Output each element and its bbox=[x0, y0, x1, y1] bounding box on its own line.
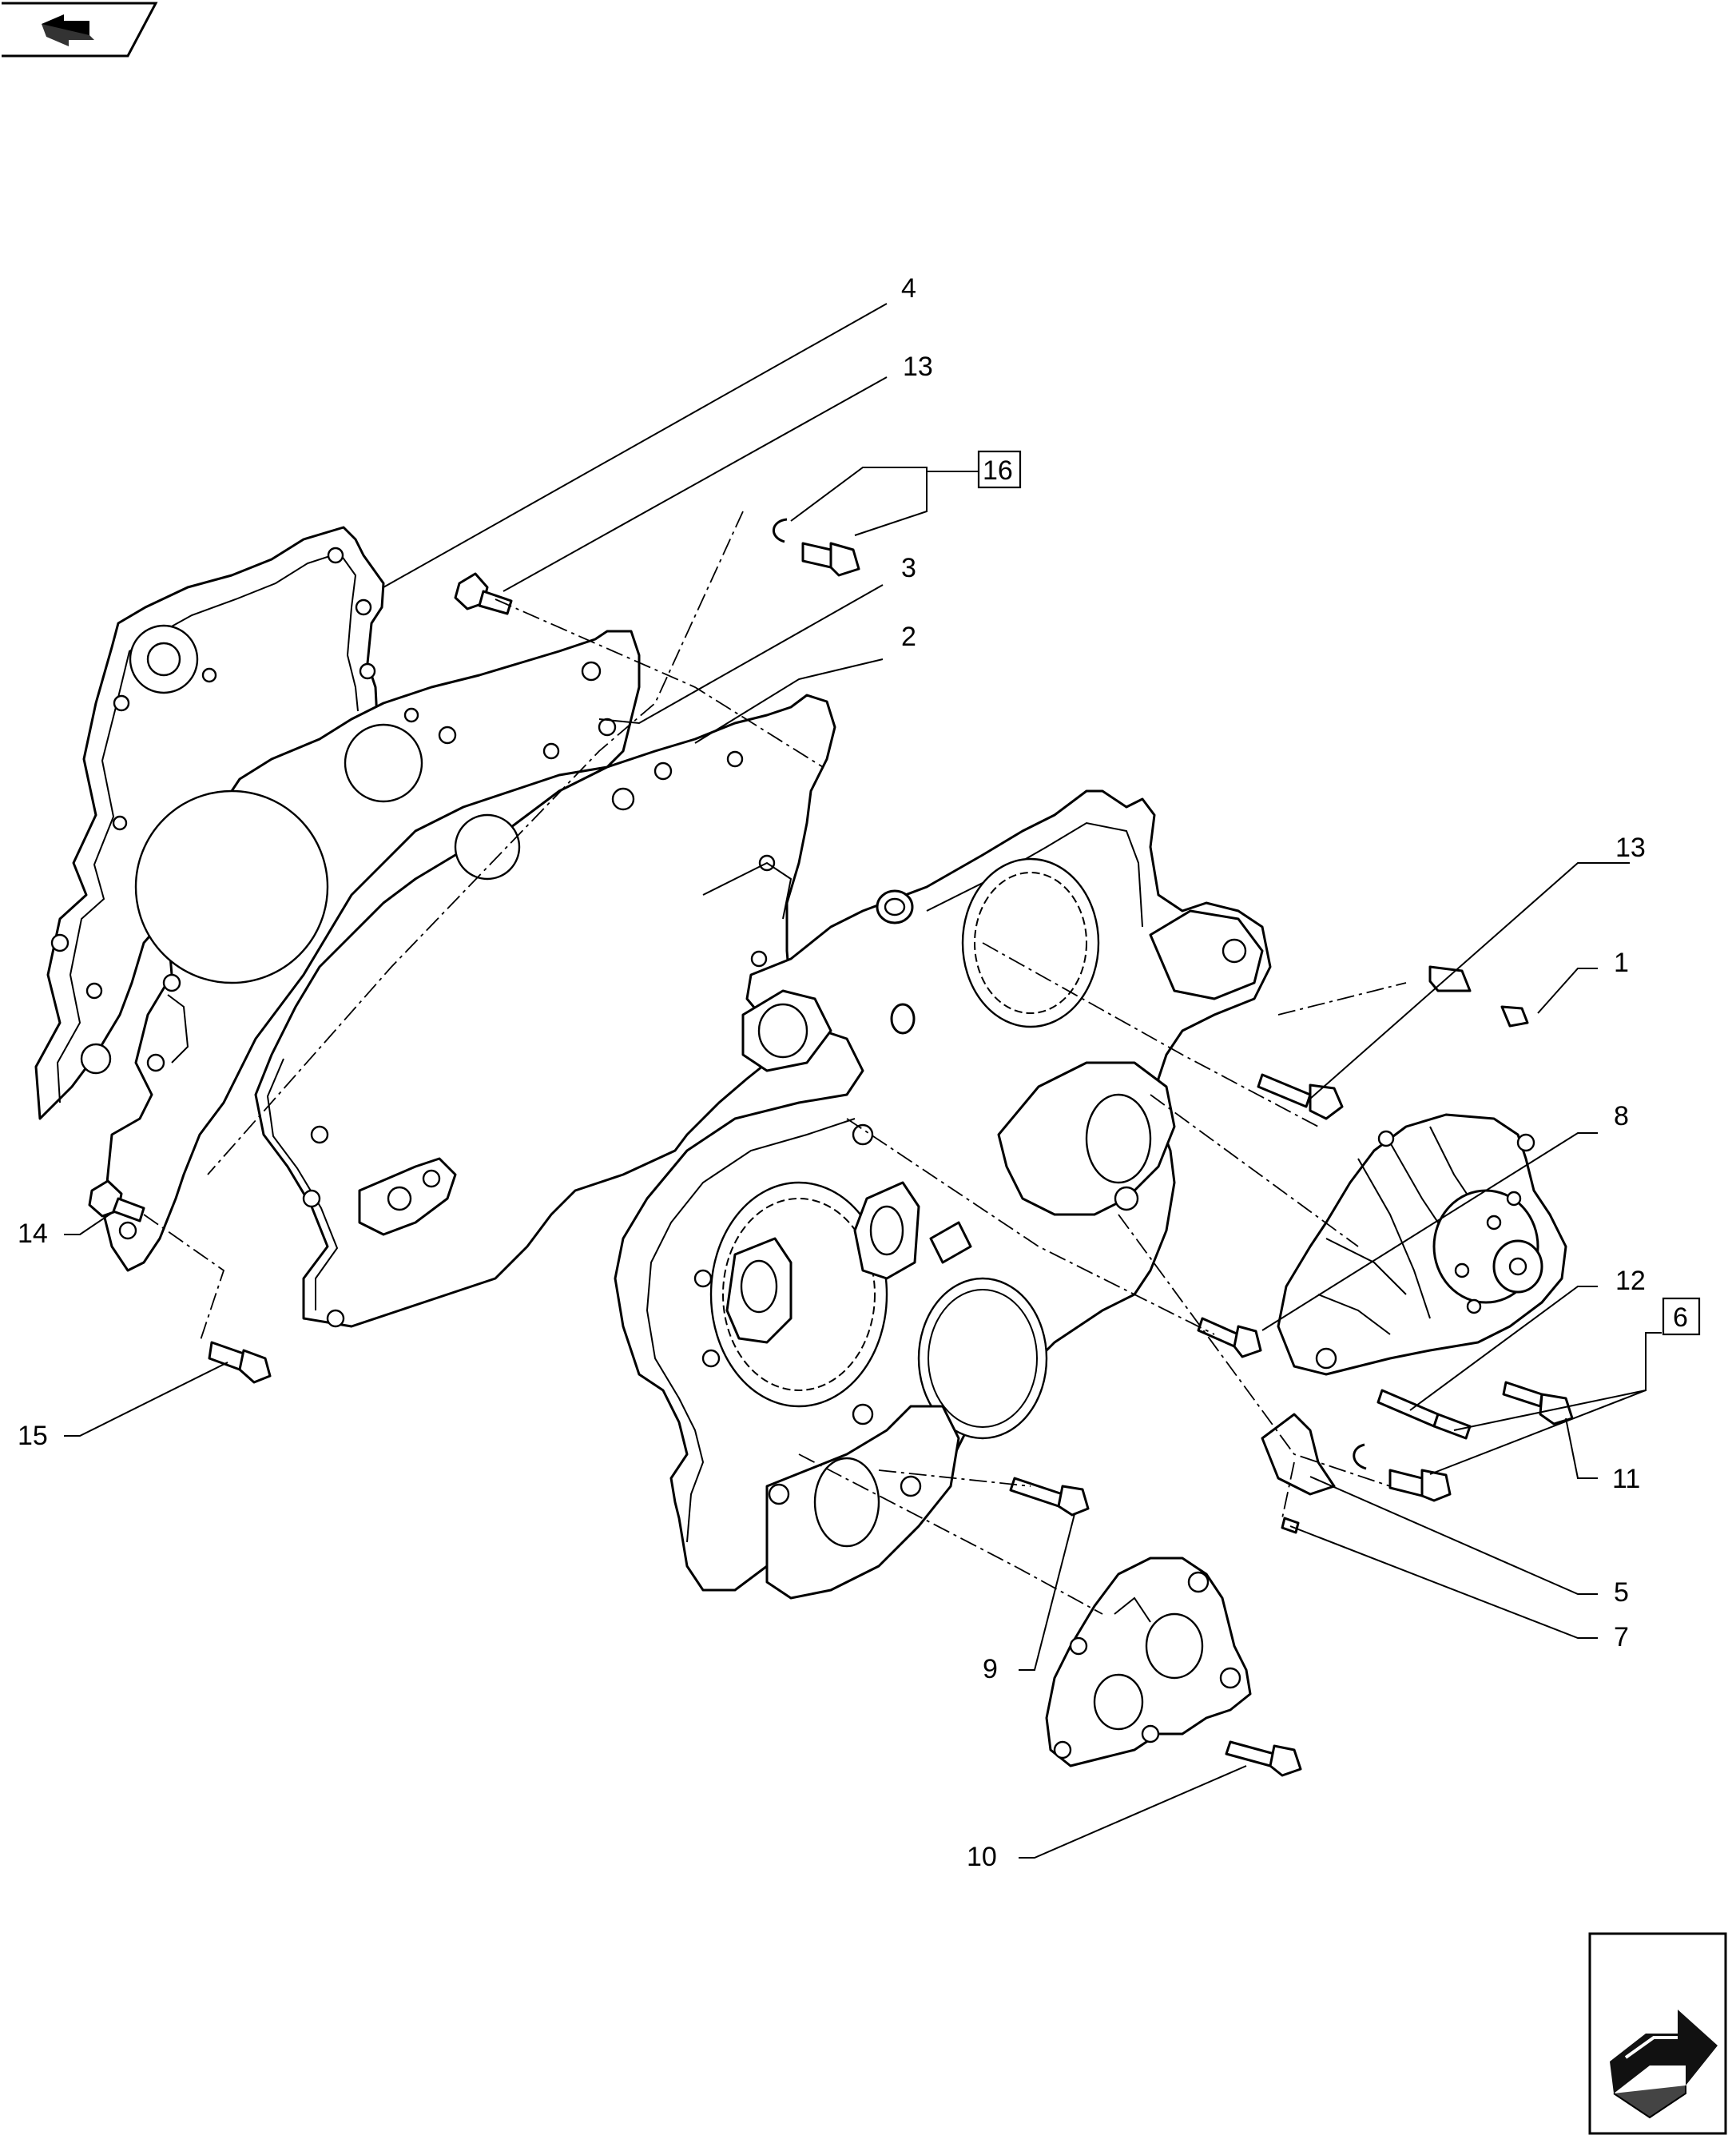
forward-arrow-icon bbox=[1610, 2010, 1718, 2119]
pin-part-7 bbox=[1281, 1517, 1300, 1534]
callout-2: 2 bbox=[901, 622, 916, 652]
sensor-part-1 bbox=[1428, 965, 1529, 1028]
callout-13-top: 13 bbox=[903, 352, 933, 382]
prev-page-button[interactable] bbox=[2, 2, 158, 58]
bolt-part-15 bbox=[208, 1341, 272, 1384]
callout-6: 6 bbox=[1673, 1302, 1688, 1333]
callout-6-box bbox=[1662, 1297, 1701, 1336]
callout-16: 16 bbox=[983, 455, 1013, 486]
cover-plate-part-10 bbox=[1045, 1557, 1252, 1767]
callout-7: 7 bbox=[1614, 1622, 1629, 1652]
bolt-part-8 bbox=[1197, 1317, 1262, 1358]
bolt-part-14 bbox=[88, 1179, 145, 1223]
bolt-part-16 bbox=[801, 542, 860, 577]
stud-part-12 bbox=[1376, 1389, 1472, 1440]
water-pump-part-8 bbox=[1277, 1113, 1567, 1376]
bolt-part-6 bbox=[1388, 1469, 1452, 1502]
callout-13-right: 13 bbox=[1615, 833, 1646, 863]
callout-10: 10 bbox=[967, 1842, 997, 1872]
callout-5: 5 bbox=[1614, 1577, 1629, 1608]
callout-11: 11 bbox=[1612, 1464, 1640, 1494]
back-arrow-icon bbox=[42, 14, 94, 46]
callout-4: 4 bbox=[901, 273, 916, 304]
callout-14: 14 bbox=[18, 1219, 48, 1249]
gasket-part-2 bbox=[254, 694, 836, 1328]
callout-9: 9 bbox=[983, 1654, 998, 1684]
bolt-part-10 bbox=[1225, 1740, 1302, 1777]
bracket-part-5 bbox=[1261, 1413, 1336, 1496]
circlip-part-16 bbox=[773, 518, 788, 543]
callout-1: 1 bbox=[1614, 948, 1629, 978]
alignment-lines bbox=[143, 511, 1407, 1615]
leader-lines bbox=[64, 303, 1662, 1859]
circlip-part-6 bbox=[1353, 1443, 1367, 1470]
callout-16-box bbox=[977, 450, 1022, 489]
bolt-part-9 bbox=[1009, 1477, 1090, 1517]
bolt-part-13-right bbox=[1257, 1073, 1344, 1120]
gasket-part-3 bbox=[102, 630, 641, 1272]
callout-15: 15 bbox=[18, 1421, 48, 1451]
next-page-button[interactable] bbox=[1588, 1932, 1727, 2135]
callout-8: 8 bbox=[1614, 1101, 1629, 1131]
callout-3: 3 bbox=[901, 553, 916, 583]
callout-12: 12 bbox=[1615, 1266, 1646, 1296]
bolt-part-13-top bbox=[454, 572, 513, 615]
timing-cover-housing bbox=[614, 789, 1272, 1600]
callout-labels: 4 13 16 3 2 13 1 8 12 6 11 5 7 9 10 14 1… bbox=[18, 273, 1701, 1872]
